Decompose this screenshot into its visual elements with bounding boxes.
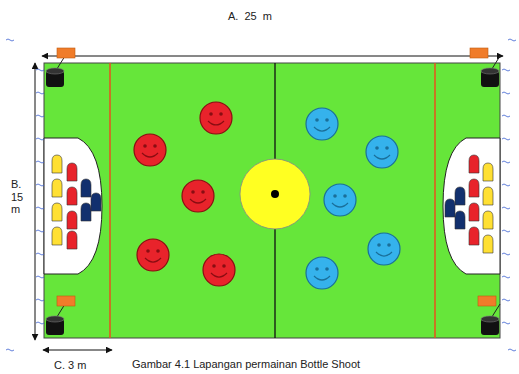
wave-mark [36, 161, 44, 163]
wave-mark [502, 138, 510, 140]
shoot-line [109, 63, 111, 338]
wave-mark [502, 322, 510, 324]
bottle [52, 155, 62, 173]
wave-mark [502, 276, 510, 278]
wave-mark [502, 92, 510, 94]
player-face [368, 233, 400, 265]
wave-mark [36, 322, 44, 324]
goal-area [443, 138, 500, 274]
player-face [324, 184, 356, 216]
wave-mark [502, 161, 510, 163]
player-face [182, 180, 214, 212]
corner-post [46, 304, 65, 335]
wave-mark [6, 39, 14, 41]
dimension-label: A. 25 m [228, 10, 308, 23]
player-face [306, 257, 338, 289]
player-face [134, 134, 166, 166]
bottle [469, 203, 479, 221]
wave-mark [502, 115, 510, 117]
bottle [483, 235, 493, 253]
corner-post [481, 56, 500, 87]
wave-mark [36, 184, 44, 186]
wave-mark [36, 276, 44, 278]
bottle [469, 227, 479, 245]
bottle [455, 187, 465, 205]
dimension-line [43, 350, 112, 351]
bottle [469, 179, 479, 197]
player-face [306, 108, 338, 140]
dimension-label: B. 15 m [11, 178, 28, 216]
player-face [203, 254, 235, 286]
bottle [469, 155, 479, 173]
bottle [67, 187, 77, 205]
wave-mark [502, 230, 510, 232]
wave-mark [36, 138, 44, 140]
field [44, 63, 500, 338]
wave-mark [502, 207, 510, 209]
bottle [67, 211, 77, 229]
bottle [445, 199, 455, 217]
corner-marker [470, 48, 488, 58]
dimension-label: C. 3 m [54, 359, 104, 372]
wave-mark [6, 349, 14, 351]
bottle [52, 203, 62, 221]
wave-mark [36, 92, 44, 94]
wave-mark [36, 207, 44, 209]
wave-mark [502, 184, 510, 186]
corner-marker [57, 48, 75, 58]
bottle [67, 231, 77, 249]
corner-marker [57, 296, 75, 306]
bottle [455, 211, 465, 229]
center-circle [240, 159, 310, 229]
figure-caption: Gambar 4.1 Lapangan permainan Bottle Sho… [132, 358, 360, 371]
wave-mark [502, 253, 510, 255]
center-dot [271, 190, 279, 198]
bottle [91, 193, 101, 211]
corner-marker [478, 296, 496, 306]
wave-mark [36, 230, 44, 232]
bottle [81, 203, 91, 221]
bottle [483, 187, 493, 205]
wave-mark [36, 115, 44, 117]
player-face [200, 102, 232, 134]
wave-mark [508, 349, 516, 351]
bottle [52, 179, 62, 197]
wave-mark [502, 69, 510, 71]
corner-post [46, 56, 65, 87]
wave-mark [36, 69, 44, 71]
wave-mark [502, 299, 510, 301]
bottle [52, 227, 62, 245]
player-face [366, 136, 398, 168]
bottle [67, 163, 77, 181]
goal-area [44, 138, 102, 274]
bottle [483, 163, 493, 181]
corner-post [481, 304, 500, 335]
dimension-line [42, 56, 503, 57]
wave-mark [508, 39, 516, 41]
wave-mark [36, 299, 44, 301]
bottle [483, 211, 493, 229]
dimension-line [35, 63, 36, 340]
wave-mark [36, 253, 44, 255]
player-face [137, 239, 169, 271]
shoot-line [434, 63, 436, 338]
bottle [81, 179, 91, 197]
